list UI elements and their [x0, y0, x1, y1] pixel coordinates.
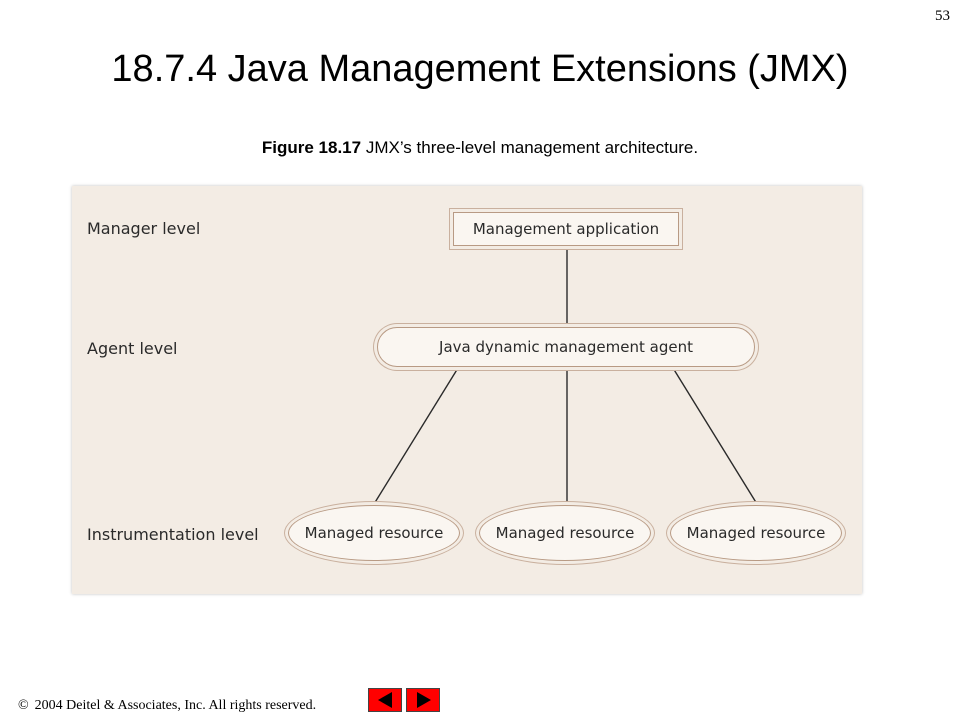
figure-label: Figure 18.17 [261, 138, 362, 157]
next-slide-button[interactable] [406, 688, 440, 712]
right-triangle-icon [417, 692, 431, 708]
slide-navigation [368, 688, 440, 712]
instrumentation-level-label: Instrumentation level [87, 525, 259, 544]
connector-agent-to-resource-1 [373, 367, 459, 505]
left-triangle-icon [378, 692, 392, 708]
connector-agent-to-resource-3 [672, 367, 758, 505]
page-number: 53 [935, 8, 950, 24]
architecture-diagram: Manager level Agent level Instrumentatio… [72, 186, 862, 594]
copyright-text: 2004 Deitel & Associates, Inc. All right… [34, 698, 317, 713]
copyright-footer: © 2004 Deitel & Associates, Inc. All rig… [18, 698, 316, 714]
connector-lines [373, 246, 758, 505]
managed-resource-node-2: Managed resource [479, 505, 651, 561]
agent-level-label: Agent level [87, 339, 178, 358]
managed-resource-node-3: Managed resource [670, 505, 842, 561]
manager-level-label: Manager level [87, 219, 201, 238]
figure-caption: Figure 18.17 JMX’s three-level managemen… [0, 138, 960, 158]
dynamic-management-agent-node: Java dynamic management agent [377, 327, 755, 367]
previous-slide-button[interactable] [368, 688, 402, 712]
figure-caption-text: JMX’s three-level management architectur… [365, 138, 699, 157]
management-application-node: Management application [453, 212, 679, 246]
managed-resource-node-1: Managed resource [288, 505, 460, 561]
slide-title: 18.7.4 Java Management Extensions (JMX) [111, 48, 849, 90]
copyright-icon: © [18, 698, 29, 713]
